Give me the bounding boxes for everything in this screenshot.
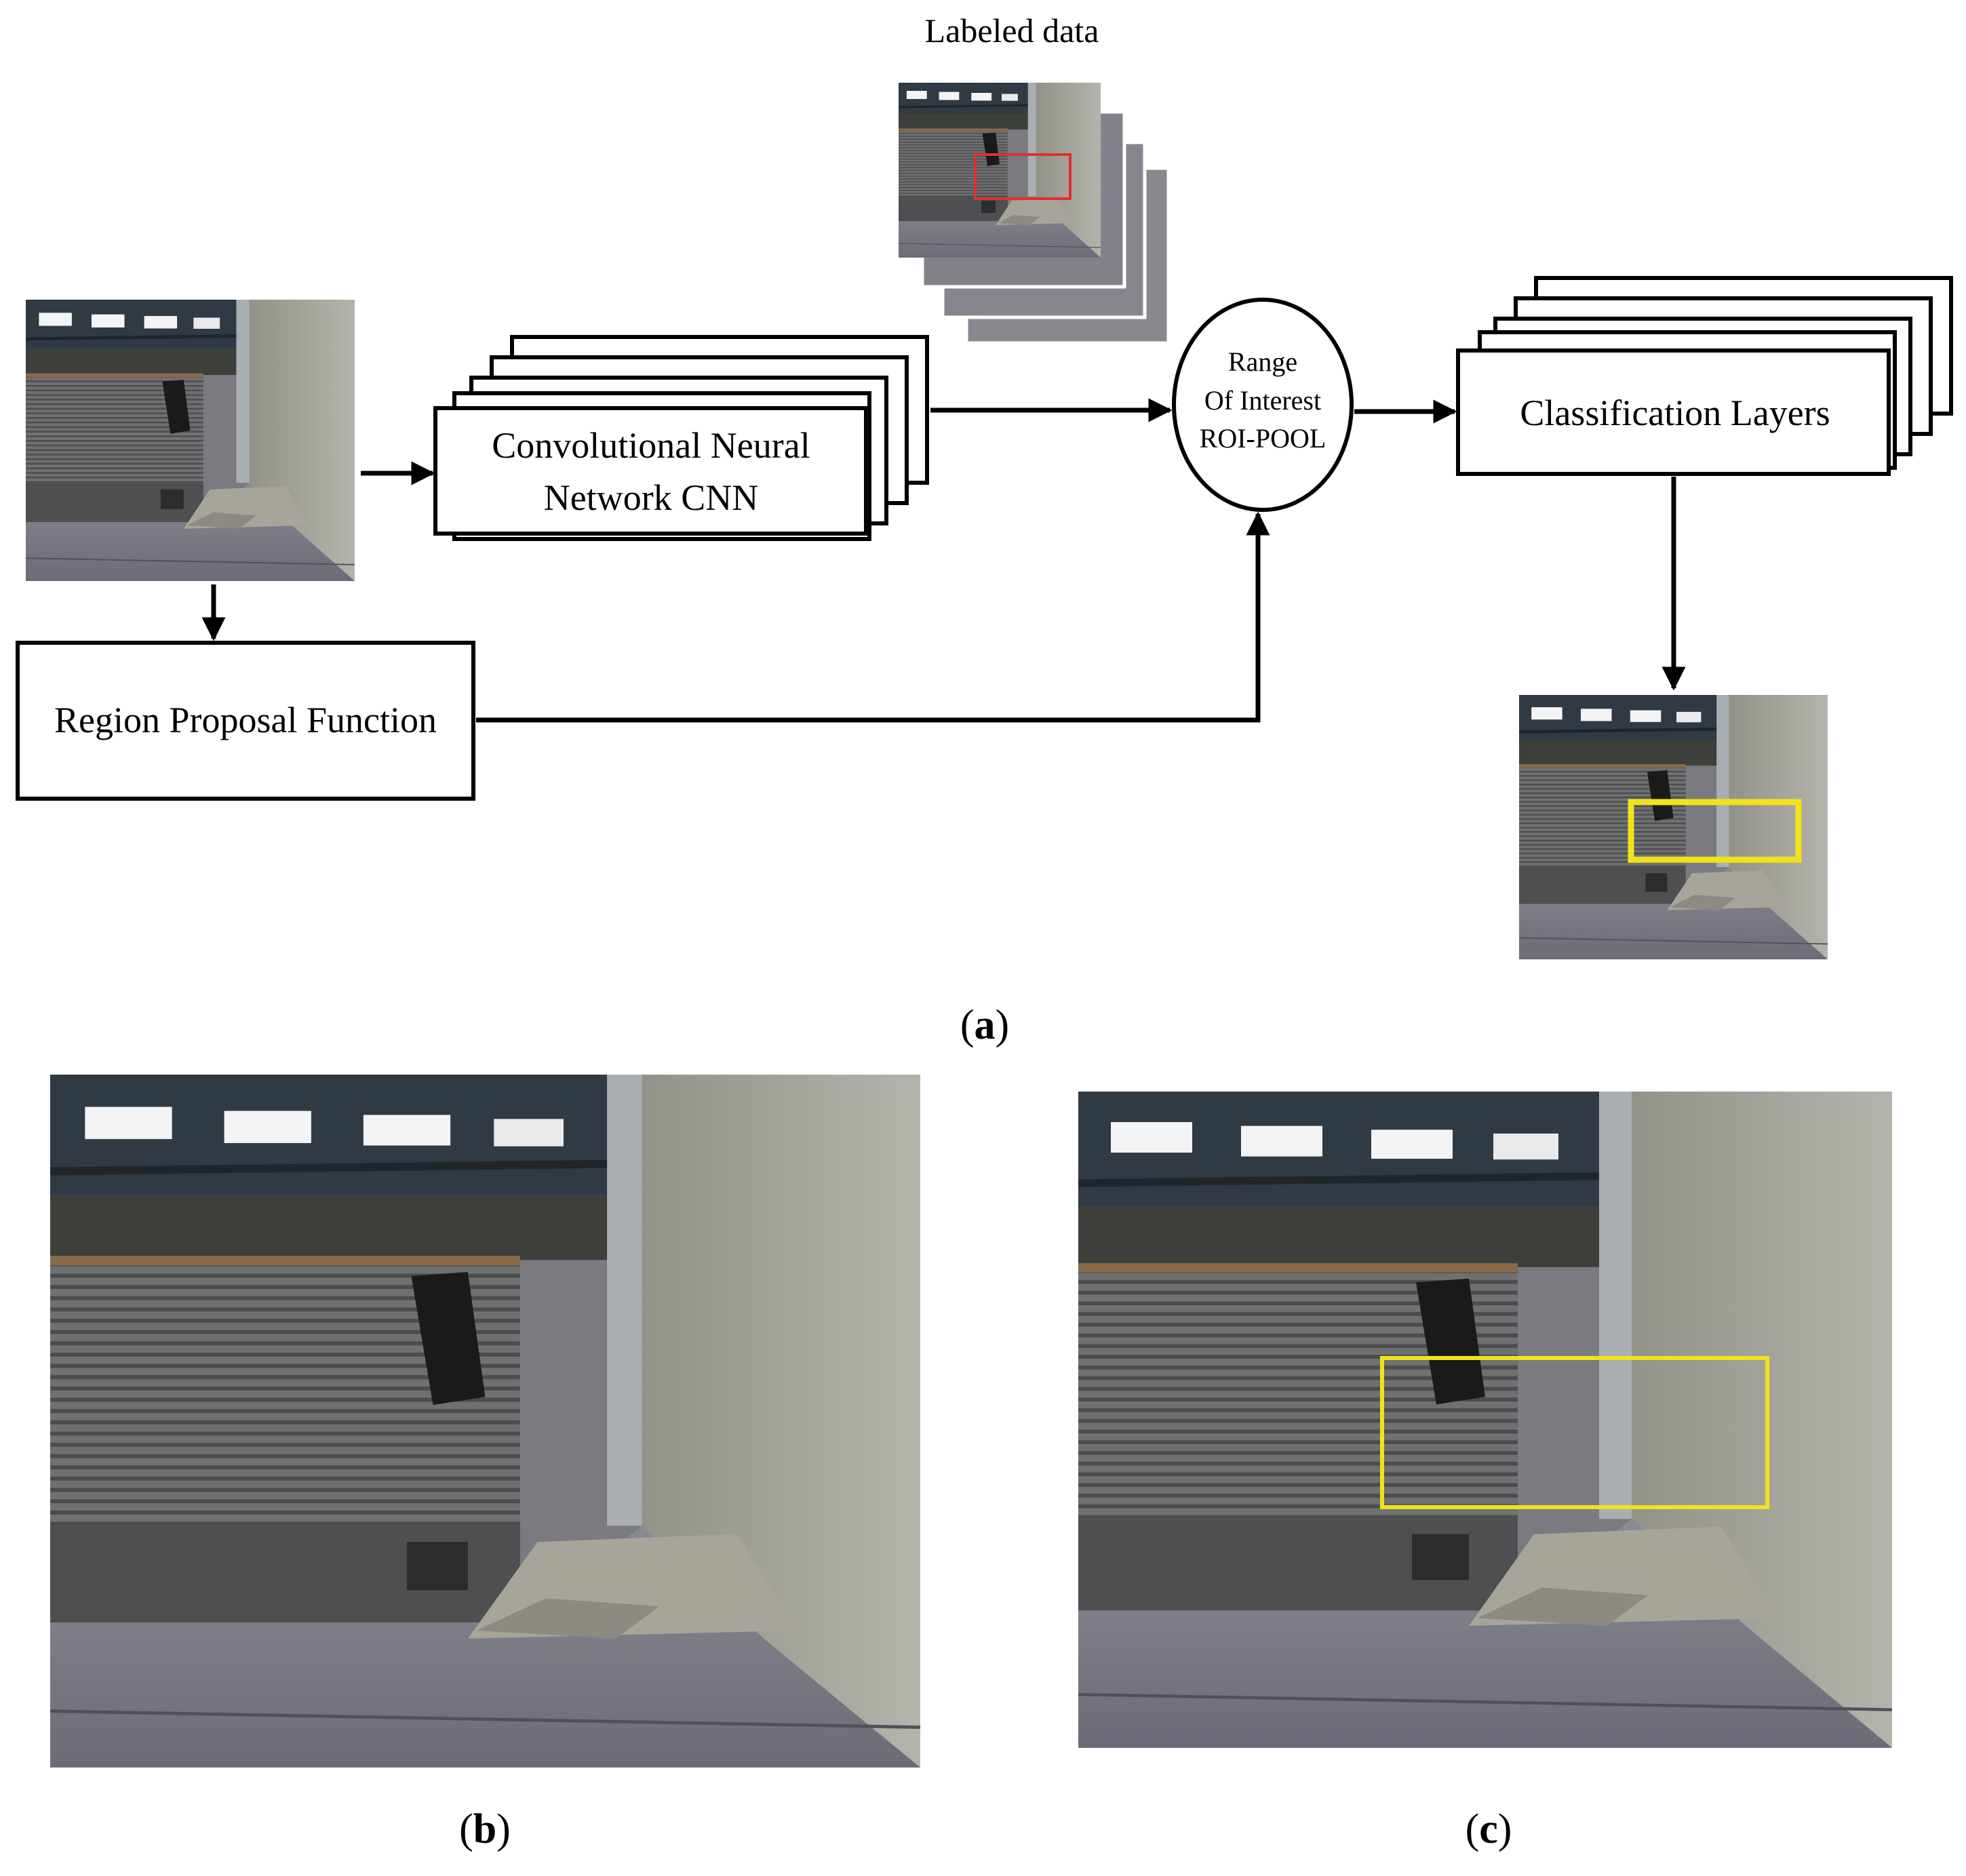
cnn-label-line2: Network CNN bbox=[544, 477, 758, 518]
roi-label-line3: ROI-POOL bbox=[1200, 423, 1326, 454]
cnn-block bbox=[433, 406, 868, 536]
roi-pool-node bbox=[1172, 298, 1354, 512]
photo-b bbox=[50, 1075, 920, 1768]
cnn-stack: Convolutional Neural Network CNN bbox=[433, 335, 929, 541]
region-proposal-block bbox=[16, 641, 475, 801]
photo-c-detection-box bbox=[1380, 1356, 1769, 1509]
labeled-data-stack bbox=[899, 83, 1171, 345]
caption-c: (c) bbox=[1466, 1806, 1512, 1852]
classification-stack: Classification Layers bbox=[1456, 276, 1953, 476]
arrow-region-to-roi bbox=[476, 511, 1270, 723]
caption-a: (a) bbox=[960, 1002, 1009, 1048]
connectors bbox=[201, 398, 1686, 723]
photo-c bbox=[1078, 1092, 1892, 1748]
classification-block bbox=[1456, 348, 1891, 476]
roi-label-line2: Of Interest bbox=[1204, 385, 1321, 416]
labeled-data-title: Labeled data bbox=[925, 12, 1099, 49]
input-image bbox=[26, 300, 355, 581]
output-image bbox=[1519, 695, 1828, 959]
output-detection-box bbox=[1628, 799, 1802, 863]
classification-label: Classification Layers bbox=[1520, 393, 1830, 433]
labeled-roi-box bbox=[974, 153, 1072, 200]
roi-label-line1: Range bbox=[1228, 346, 1297, 377]
caption-b: (b) bbox=[459, 1806, 511, 1852]
region-proposal-label: Region Proposal Function bbox=[54, 700, 437, 740]
cnn-label-line1: Convolutional Neural bbox=[492, 425, 810, 466]
